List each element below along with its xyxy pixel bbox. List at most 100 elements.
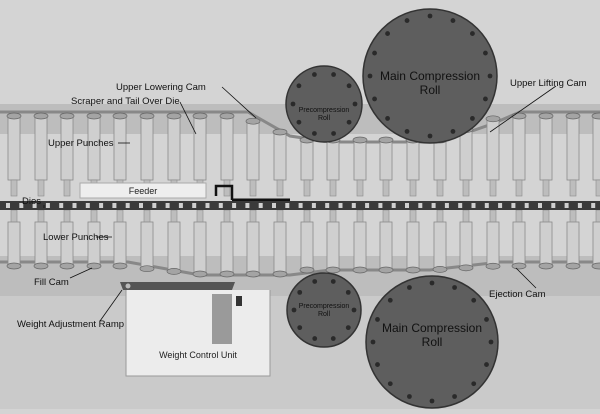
bolt-hole	[407, 285, 412, 290]
die-hole	[125, 203, 130, 208]
die-hole	[218, 203, 223, 208]
die-hole	[59, 203, 64, 208]
upper-punch	[272, 128, 288, 197]
die-hole	[418, 203, 423, 208]
die-hole	[338, 203, 343, 208]
upper-punch	[458, 126, 474, 197]
lower-punch-group	[6, 209, 600, 278]
bolt-hole	[488, 339, 494, 345]
die-hole	[272, 203, 276, 208]
bolt-hole	[370, 339, 376, 345]
upper-punch	[325, 136, 341, 197]
die-hole	[19, 203, 24, 208]
lower-punch	[378, 209, 394, 274]
bolt-hole	[312, 279, 318, 284]
die-hole	[551, 203, 556, 208]
lower-punch	[86, 209, 102, 270]
main-roll-upper-line1: Main Compression	[380, 69, 480, 83]
bolt-hole	[367, 73, 373, 79]
upper-punch	[405, 136, 421, 197]
precompression-roll-upper: Precompression Roll	[285, 65, 363, 143]
bolt-hole	[312, 336, 318, 341]
precompression-roll-lower: Precompression Roll	[286, 272, 362, 348]
lower-punch	[591, 209, 600, 270]
weight-control-stop	[236, 296, 242, 306]
bolt-hole	[471, 381, 477, 387]
die-holes	[6, 203, 596, 208]
bolt-hole	[470, 116, 475, 121]
lower-punch	[458, 209, 474, 272]
bolt-hole	[312, 72, 317, 77]
die-hole	[45, 203, 50, 208]
lower-punch	[352, 209, 368, 274]
upper-punch	[565, 112, 581, 197]
bolt-hole	[351, 307, 357, 313]
bolt-hole	[291, 307, 297, 313]
upper-lowering-cam-label: Upper Lowering Cam	[116, 82, 206, 93]
die-hole	[577, 203, 582, 208]
feeder-box	[79, 182, 207, 199]
bolt-hole	[331, 131, 336, 136]
die-hole	[205, 203, 210, 208]
bolt-hole	[404, 18, 410, 23]
upper-punch	[538, 112, 554, 197]
lower-punch	[139, 209, 155, 273]
upper-punch	[245, 117, 261, 197]
bolt-hole	[346, 83, 352, 89]
die-hole	[258, 203, 263, 208]
lower-punch	[272, 209, 288, 278]
lower-punch	[219, 209, 235, 278]
die-hole	[431, 203, 436, 208]
main-roll-upper-line2: Roll	[420, 83, 441, 97]
lower-punch	[405, 209, 421, 274]
dies-label: Dies	[22, 196, 41, 207]
upper-punches-label: Upper Punches	[48, 138, 114, 149]
die-hole	[152, 203, 157, 208]
die-hole	[405, 203, 409, 208]
die-hole	[32, 203, 37, 208]
lower-punch	[325, 209, 341, 274]
bolt-hole	[346, 119, 352, 125]
bolt-hole	[312, 131, 317, 136]
die-hole	[471, 203, 476, 208]
weight-adjustment-ramp	[120, 282, 235, 290]
lower-punch	[166, 209, 182, 275]
bolt-hole	[375, 362, 380, 367]
bolt-hole	[352, 101, 358, 107]
scraper-blade	[214, 184, 234, 200]
die-hole	[511, 203, 516, 208]
bolt-hole	[385, 116, 390, 121]
bolt-hole	[484, 317, 489, 322]
die-hole	[538, 203, 542, 208]
upper-punch	[511, 112, 527, 197]
bolt-hole	[470, 31, 475, 36]
bolt-hole	[345, 289, 351, 295]
bolt-hole	[429, 398, 435, 404]
bolt-hole	[429, 280, 435, 286]
bolt-hole	[330, 279, 336, 284]
die-hole	[139, 203, 143, 208]
lower-punch	[59, 209, 75, 270]
weight-adjustment-ramp-label: Weight Adjustment Ramp	[17, 319, 124, 330]
bolt-hole	[487, 73, 493, 79]
die-hole	[72, 203, 77, 208]
die-hole	[165, 203, 170, 208]
scraper-label: Scraper and Tail Over Die	[71, 96, 180, 107]
bolt-hole	[452, 285, 457, 290]
upper-punch	[485, 115, 501, 197]
feeder-label: Feeder	[129, 186, 158, 196]
upper-lifting-cam-label: Upper Lifting Cam	[510, 78, 587, 89]
pre-roll-lower-line2: Roll	[318, 311, 331, 318]
die-hole	[192, 203, 197, 208]
main-roll-lower-line2: Roll	[422, 335, 443, 349]
bolt-hole	[483, 50, 488, 56]
pre-roll-lower-line1: Precompression	[299, 303, 350, 310]
die-hole	[564, 203, 569, 208]
roll-bolts	[290, 72, 358, 136]
bolt-hole	[375, 317, 380, 322]
bolt-hole	[345, 325, 351, 331]
die-hole	[484, 203, 489, 208]
die-hole	[444, 203, 449, 208]
